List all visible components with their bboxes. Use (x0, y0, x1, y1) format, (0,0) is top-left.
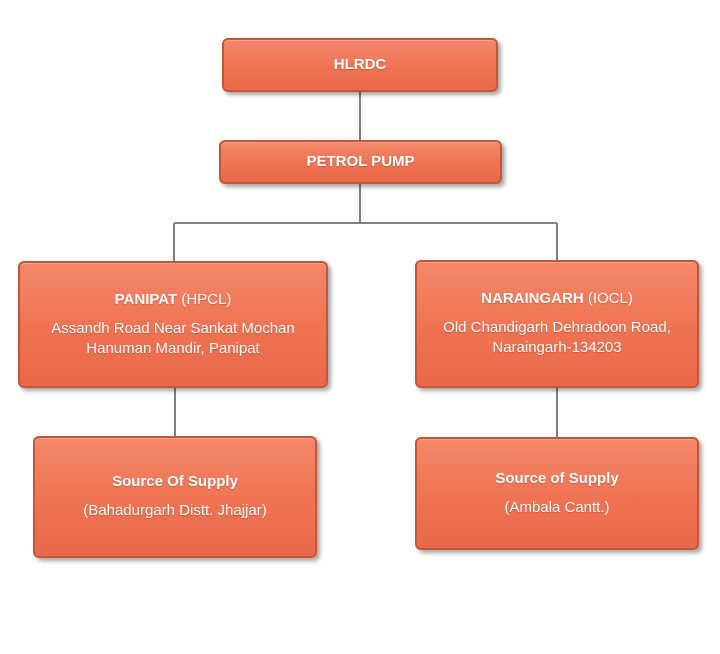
node-naraingarh-title-row: NARAINGARH (IOCL) (481, 290, 633, 308)
node-source-of-supply-right: Source of Supply (Ambala Cantt.) (415, 437, 699, 550)
node-source-right-title: Source of Supply (495, 469, 619, 487)
node-source-right-detail: (Ambala Cantt.) (504, 498, 610, 516)
node-naraingarh-company: (IOCL) (583, 290, 633, 307)
node-hlrdc-title: HLRDC (333, 56, 387, 73)
node-naraingarh-address-2: Naraingarh-134203 (492, 339, 622, 356)
node-source-left-detail: (Bahadurgarh Distt. Jhajjar) (83, 502, 267, 519)
node-panipat-title: PANIPAT (114, 290, 178, 308)
node-naraingarh: NARAINGARH (IOCL) Old Chandigarh Dehrado… (415, 260, 699, 388)
node-source-left-title: Source Of Supply (112, 473, 238, 490)
node-petrol-pump: PETROL PUMP (219, 140, 502, 184)
node-petrol-pump-title: PETROL PUMP (306, 153, 415, 170)
node-panipat-company: (HPCL) (177, 290, 232, 308)
node-panipat-address-1: Assandh Road Near Sankat Mochan (51, 319, 295, 337)
node-panipat-address-2: Hanuman Mandir, Panipat (86, 339, 260, 357)
node-naraingarh-title: NARAINGARH (481, 290, 584, 307)
node-naraingarh-address-1: Old Chandigarh Dehradoon Road, (443, 319, 671, 336)
node-panipat-title-row: PANIPAT (HPCL) (115, 291, 232, 309)
node-hlrdc: HLRDC (222, 38, 498, 92)
node-source-of-supply-left: Source Of Supply (Bahadurgarh Distt. Jha… (33, 436, 317, 558)
node-panipat: PANIPAT (HPCL) Assandh Road Near Sankat … (18, 261, 328, 388)
